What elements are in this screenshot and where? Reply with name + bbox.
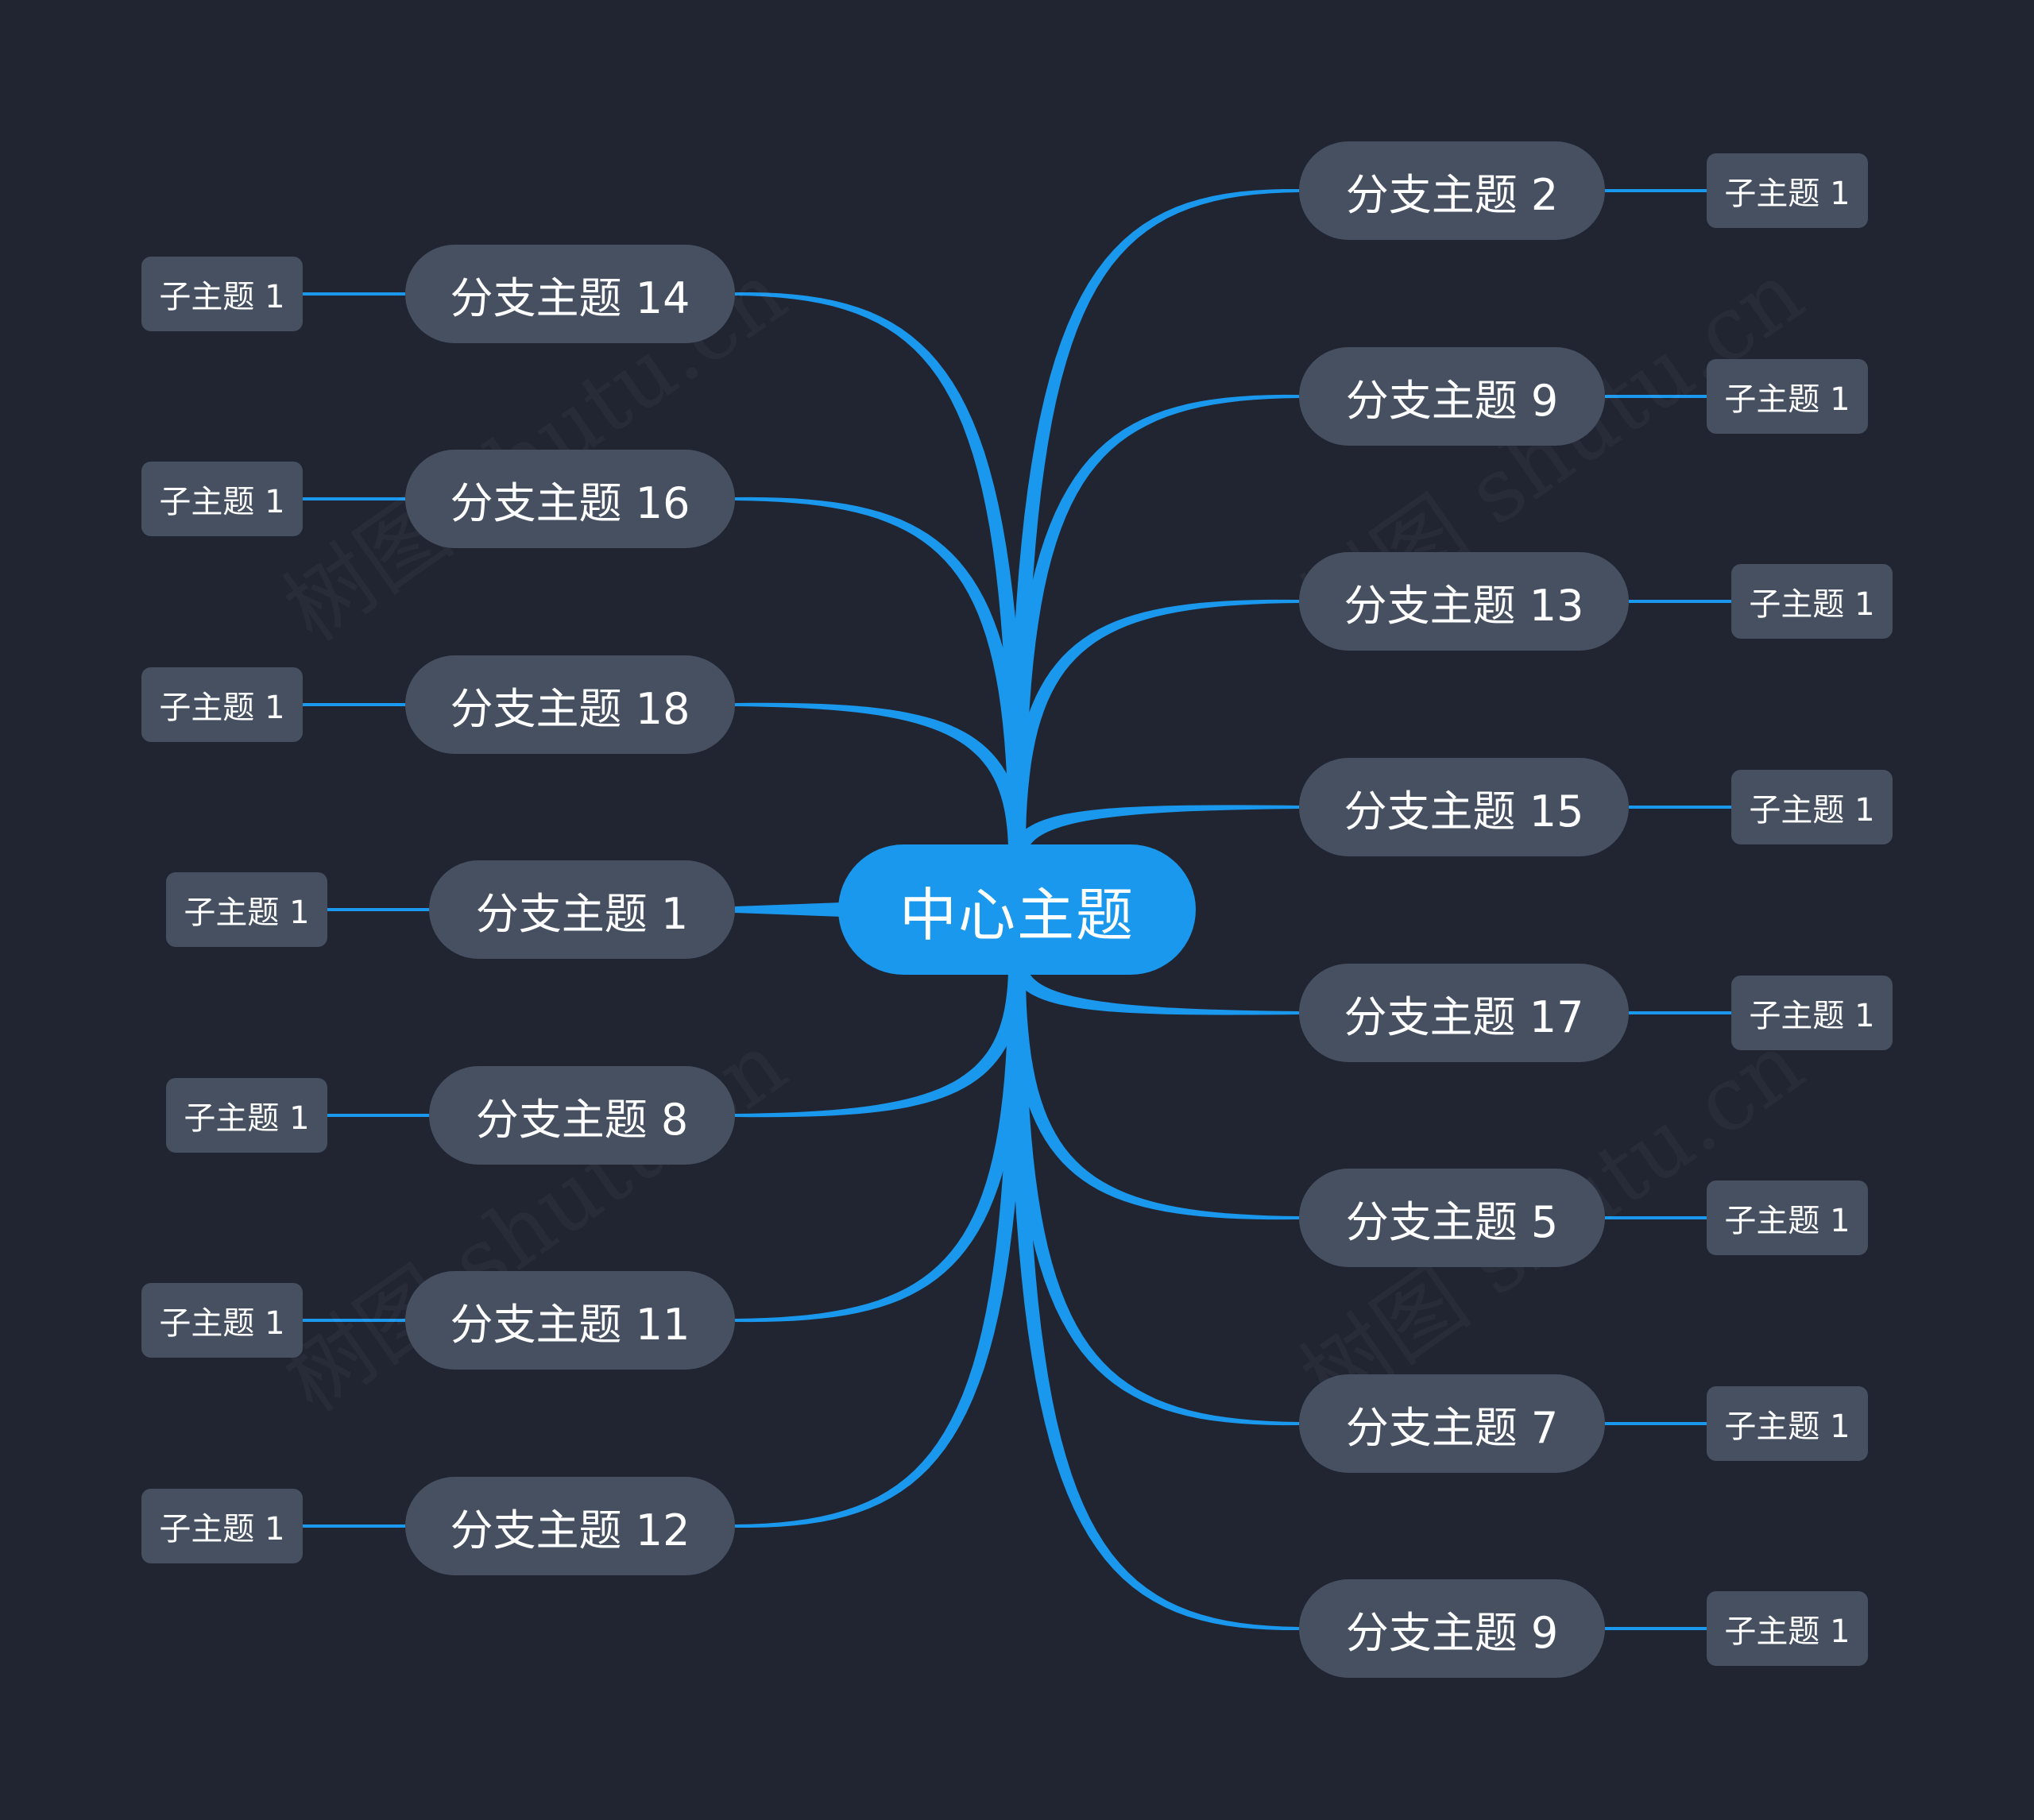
branch-connector — [735, 902, 842, 917]
subtopic[interactable]: 子主题 1 — [1707, 1386, 1868, 1461]
branch-topic[interactable]: 分支主题 11 — [405, 1271, 735, 1370]
subtopic[interactable]: 子主题 1 — [141, 667, 303, 742]
branch-connector — [735, 957, 1026, 1528]
branch-connector — [1008, 805, 1299, 863]
subtopic[interactable]: 子主题 1 — [1731, 564, 1893, 639]
branch-topic[interactable]: 分支主题 16 — [405, 450, 735, 548]
branch-topic[interactable]: 分支主题 14 — [405, 245, 735, 343]
branch-topic[interactable]: 分支主题 1 — [429, 860, 735, 959]
subtopic[interactable]: 子主题 1 — [141, 1489, 303, 1563]
subtopic[interactable]: 子主题 1 — [166, 1078, 327, 1153]
branch-topic[interactable]: 分支主题 5 — [1299, 1169, 1605, 1267]
subtopic[interactable]: 子主题 1 — [1707, 1591, 1868, 1666]
branch-topic[interactable]: 分支主题 9 — [1299, 1579, 1605, 1678]
branch-connector — [1008, 956, 1299, 1426]
branch-connector — [735, 956, 1026, 1118]
branch-connector — [735, 292, 1026, 862]
branch-topic[interactable]: 分支主题 15 — [1299, 758, 1629, 856]
branch-topic[interactable]: 分支主题 9 — [1299, 347, 1605, 446]
branch-topic[interactable]: 分支主题 2 — [1299, 141, 1605, 240]
branch-connector — [735, 702, 1026, 863]
central-topic[interactable]: 中心主题 — [838, 844, 1196, 975]
branch-topic[interactable]: 分支主题 17 — [1299, 964, 1629, 1062]
subtopic[interactable]: 子主题 1 — [1707, 359, 1868, 434]
subtopic[interactable]: 子主题 1 — [1707, 1180, 1868, 1255]
subtopic[interactable]: 子主题 1 — [141, 257, 303, 331]
branch-topic[interactable]: 分支主题 13 — [1299, 552, 1629, 651]
branch-connector — [735, 956, 1026, 1323]
subtopic[interactable]: 子主题 1 — [166, 872, 327, 947]
subtopic[interactable]: 子主题 1 — [141, 1283, 303, 1358]
branch-connector — [1008, 394, 1299, 863]
branch-connector — [1008, 956, 1299, 1015]
branch-connector — [735, 497, 1026, 863]
branch-topic[interactable]: 分支主题 8 — [429, 1066, 735, 1165]
branch-topic[interactable]: 分支主题 18 — [405, 655, 735, 754]
branch-topic[interactable]: 分支主题 12 — [405, 1477, 735, 1575]
subtopic[interactable]: 子主题 1 — [1707, 153, 1868, 228]
branch-topic[interactable]: 分支主题 7 — [1299, 1374, 1605, 1473]
subtopic[interactable]: 子主题 1 — [1731, 976, 1893, 1050]
subtopic[interactable]: 子主题 1 — [141, 462, 303, 536]
subtopic[interactable]: 子主题 1 — [1731, 770, 1893, 844]
